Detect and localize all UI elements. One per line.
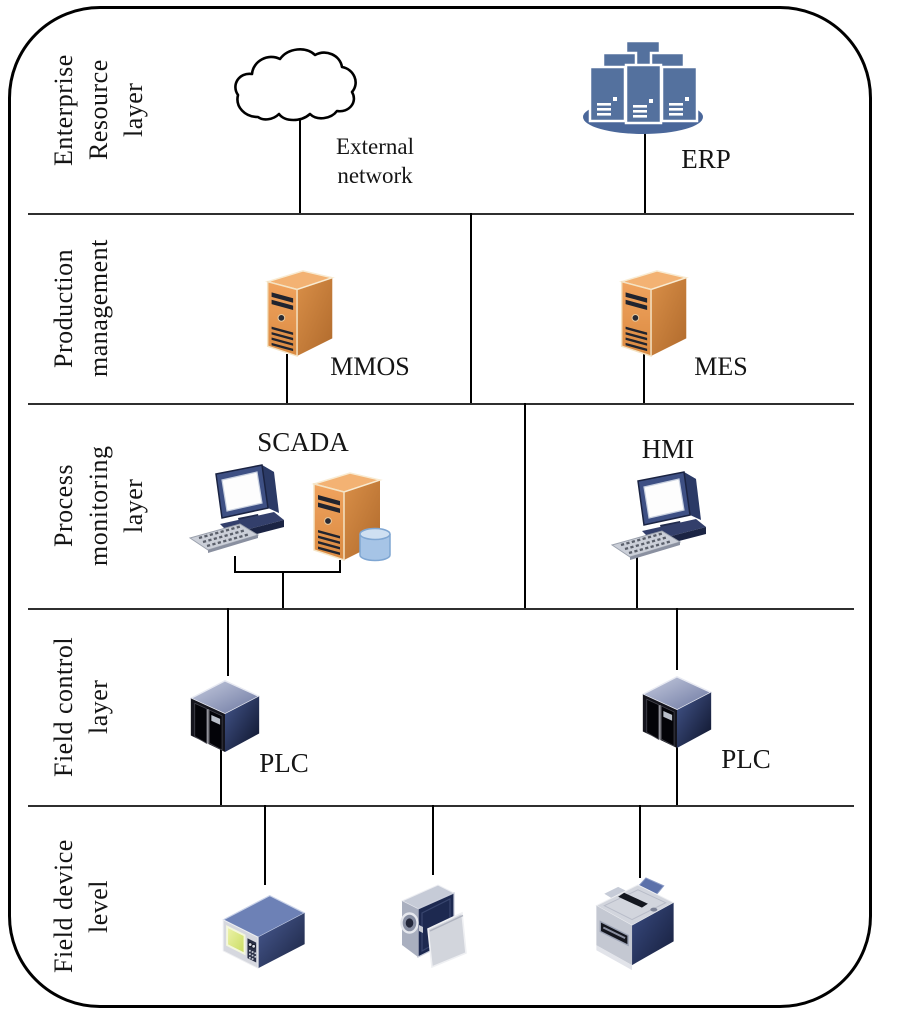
connector-bus4-device1 <box>264 805 266 885</box>
connector-mmos-bus2 <box>286 354 288 403</box>
cloud-icon <box>234 48 357 122</box>
database-icon <box>359 527 391 562</box>
connector-plc-left-bus4 <box>220 744 222 805</box>
layer-label-production-management: Production management <box>49 239 114 377</box>
label-mmos: MMOS <box>330 352 410 381</box>
connector-hmi-bus3 <box>636 557 638 608</box>
connector-mes-bus2 <box>643 354 645 403</box>
connector-scada-workstation-drop <box>234 556 236 573</box>
connector-scada-server-drop <box>339 560 341 573</box>
connector-bus3-plc-right <box>676 608 678 670</box>
connector-plc-right-bus4 <box>676 743 678 805</box>
plc-cube-icon <box>190 680 260 753</box>
connector-scada-join <box>234 571 341 573</box>
printer-icon <box>595 877 675 971</box>
control-panel-icon <box>222 895 306 970</box>
layer-divider-3 <box>28 608 854 610</box>
label-plc-left: PLC <box>259 748 309 778</box>
diagram-border <box>8 6 872 1008</box>
server-tower-icon <box>619 270 689 358</box>
connector-backbone-bus1-bus2 <box>470 213 472 403</box>
layer-label-field-device: Field device level <box>49 839 114 973</box>
connector-backbone-bus2-bus3 <box>524 403 526 608</box>
label-plc-right: PLC <box>721 744 771 774</box>
server-tower-database-icon <box>311 472 391 562</box>
workstation-icon <box>188 464 284 553</box>
workstation-icon <box>610 471 706 560</box>
label-external-network: External network <box>336 134 414 188</box>
layer-divider-4 <box>28 805 854 807</box>
label-hmi: HMI <box>641 434 695 464</box>
camera-icon <box>400 884 467 969</box>
layer-divider-1 <box>28 213 854 215</box>
connector-bus4-device3 <box>639 805 641 878</box>
layer-label-enterprise-resource: Enterprise Resource layer <box>49 54 149 166</box>
connector-bus4-device2 <box>432 805 434 875</box>
connector-cloud-bus1 <box>299 118 301 213</box>
layer-divider-2 <box>28 403 854 405</box>
connector-erp-bus1 <box>644 130 646 213</box>
label-scada: SCADA <box>257 427 349 457</box>
connector-scada-bus3 <box>282 571 284 608</box>
connector-bus3-plc-left <box>227 608 229 676</box>
label-mes: MES <box>694 352 748 381</box>
server-tower-icon <box>265 270 335 358</box>
plc-cube-icon <box>642 676 712 749</box>
layer-label-process-monitoring: Process monitoring layer <box>49 445 149 566</box>
label-erp: ERP <box>681 144 731 174</box>
layer-label-field-control: Field control layer <box>49 636 114 777</box>
server-cluster-icon <box>583 39 703 134</box>
